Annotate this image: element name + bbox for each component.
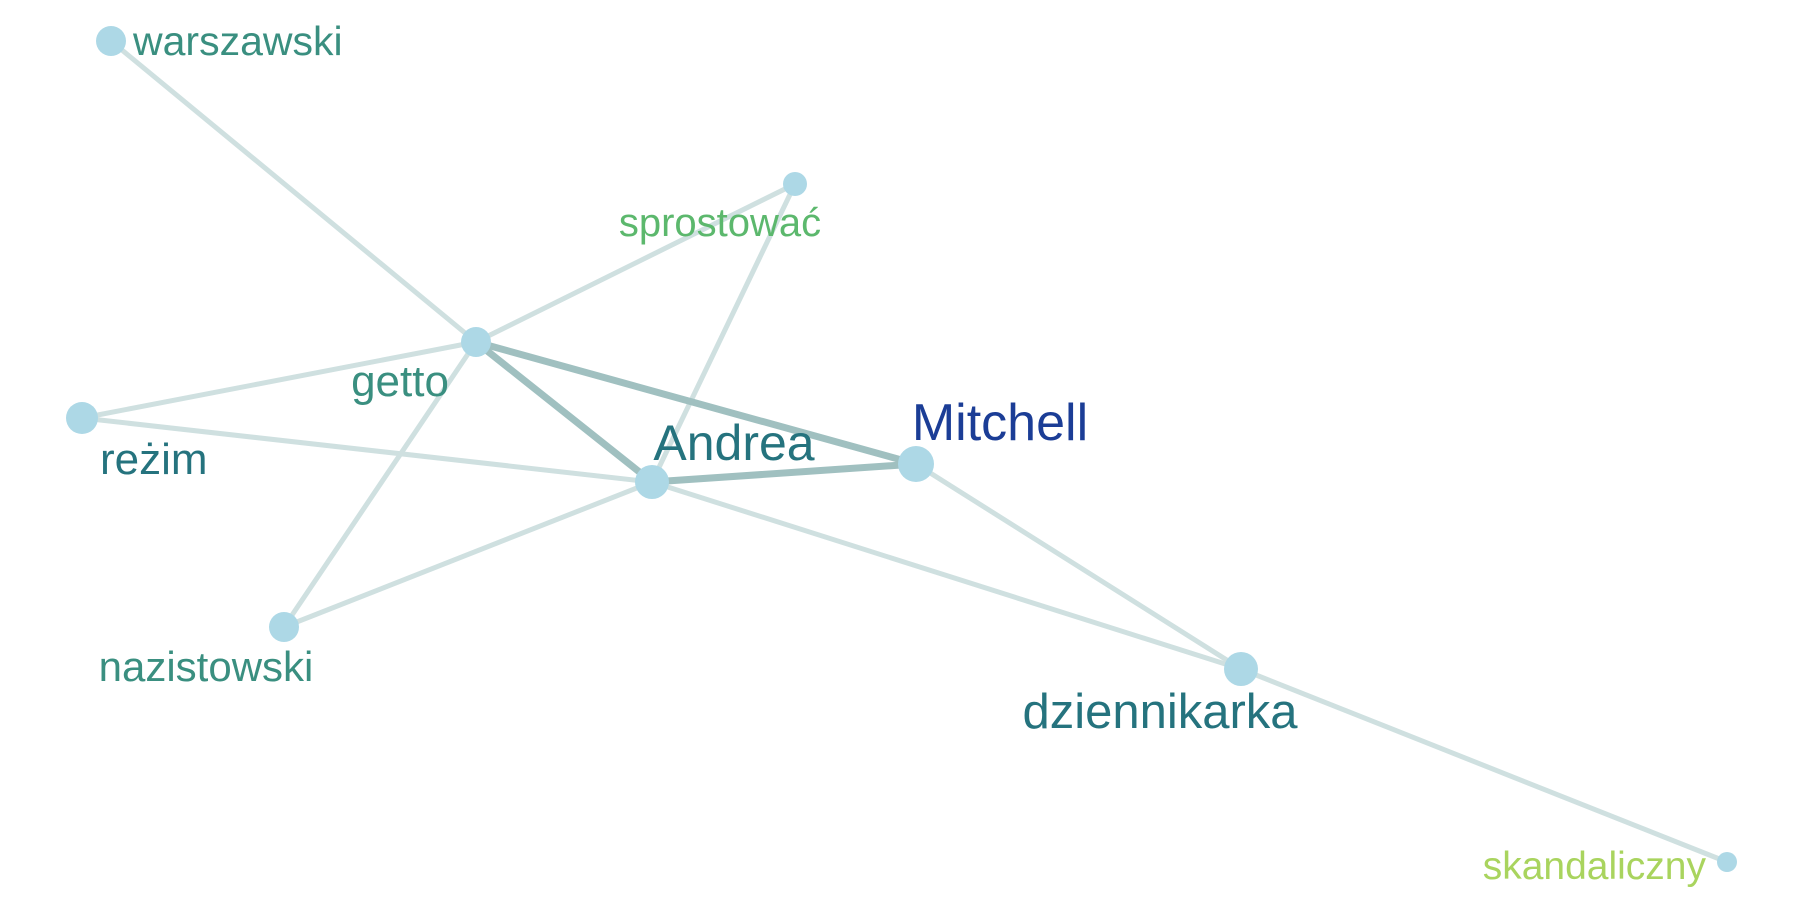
edge-nazistowski-andrea	[281, 479, 655, 630]
node-sprostowac[interactable]	[783, 172, 807, 196]
nodes-layer	[66, 26, 1737, 872]
node-warszawski[interactable]	[96, 26, 126, 56]
node-skandaliczny[interactable]	[1717, 852, 1737, 872]
node-label-dziennikarka: dziennikarka	[1022, 685, 1298, 739]
node-label-sprostowac: sprostować	[619, 201, 821, 245]
node-label-warszawski: warszawski	[132, 18, 343, 64]
edge-andrea-dziennikarka	[649, 479, 1244, 672]
labels-layer: warszawski sprostować getto reżim Andrea Mitc…	[99, 18, 1707, 888]
node-label-getto: getto	[351, 357, 449, 406]
node-mitchell[interactable]	[898, 446, 934, 482]
node-dziennikarka[interactable]	[1224, 652, 1258, 686]
edge-andrea-mitchell	[648, 460, 920, 486]
node-label-nazistowski: nazistowski	[99, 643, 314, 690]
node-label-rezim: reżim	[100, 435, 208, 484]
edge-dziennikarka-skandaliczny	[1238, 666, 1730, 865]
edge-sprostowac-andrea	[649, 181, 798, 485]
node-label-andrea: Andrea	[653, 415, 814, 471]
edge-getto-nazistowski	[281, 339, 479, 630]
node-label-mitchell: Mitchell	[912, 394, 1088, 452]
edge-getto-rezim	[79, 339, 479, 421]
edge-sprostowac-getto	[473, 181, 798, 345]
edge-mitchell-dziennikarka	[913, 461, 1244, 672]
node-andrea[interactable]	[635, 465, 669, 499]
edge-warszawski-getto	[108, 38, 479, 345]
edges-layer	[79, 38, 1730, 865]
node-getto[interactable]	[461, 327, 491, 357]
edge-getto-mitchell	[472, 338, 920, 468]
edge-rezim-andrea	[79, 415, 655, 485]
node-nazistowski[interactable]	[269, 612, 299, 642]
edge-getto-andrea	[472, 338, 656, 486]
node-rezim[interactable]	[66, 402, 98, 434]
node-label-skandaliczny: skandaliczny	[1483, 845, 1707, 888]
